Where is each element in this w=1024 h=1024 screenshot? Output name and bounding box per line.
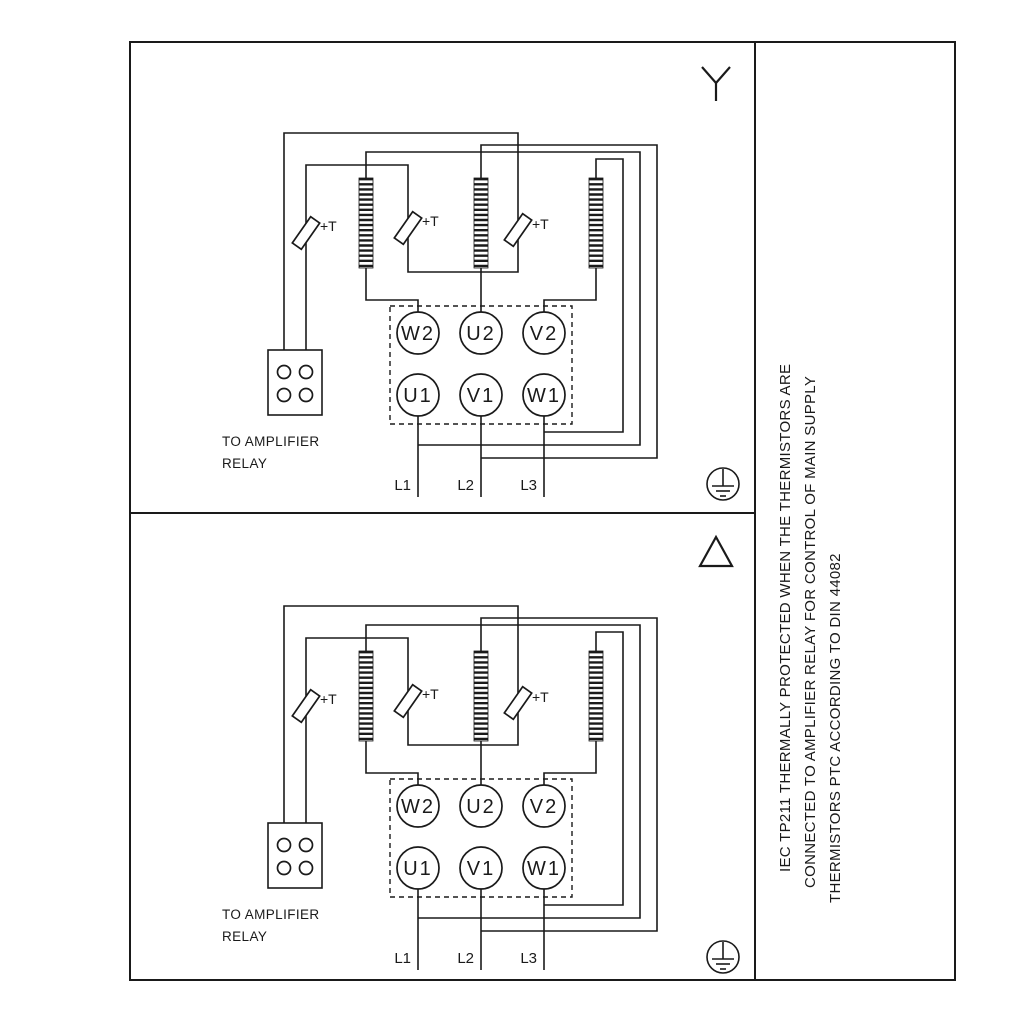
supply-label-l2: L2 [457,950,474,967]
terminal-label-v2: V2 [530,323,558,345]
delta-panel-graphics [268,606,739,973]
terminal-label-u1: U1 [403,858,433,880]
thermistor-label: +T [422,213,439,229]
terminal-label-u2: U2 [466,796,496,818]
relay-note-line2: RELAY [222,456,267,471]
wye-connection-icon [701,66,731,101]
terminal-label-v1: V1 [467,858,495,880]
supply-label-l3: L3 [520,477,537,494]
terminal-label-w1: W1 [527,385,561,407]
thermistor-label: +T [320,691,337,707]
terminal-label-w1: W1 [527,858,561,880]
side-note-line-2: CONNECTED TO AMPLIFIER RELAY FOR CONTROL… [802,376,819,888]
terminal-label-w2: W2 [401,796,435,818]
delta-connection-icon [698,534,734,568]
supply-label-l2: L2 [457,477,474,494]
supply-label-l3: L3 [520,950,537,967]
thermistor-label: +T [320,218,337,234]
relay-note-line1: TO AMPLIFIER [222,907,320,922]
terminal-label-v2: V2 [530,796,558,818]
side-note-line-1: IEC TP211 THERMALLY PROTECTED WHEN THE T… [777,364,794,872]
terminal-label-u2: U2 [466,323,496,345]
supply-label-l1: L1 [394,950,411,967]
relay-note-line1: TO AMPLIFIER [222,434,320,449]
relay-note-line2: RELAY [222,929,267,944]
star-panel-graphics [268,133,739,500]
side-note-line-3: THERMISTORS PTC ACCORDING TO DIN 44082 [827,553,844,903]
terminal-label-v1: V1 [467,385,495,407]
supply-label-l1: L1 [394,477,411,494]
diagram-frame [129,41,956,981]
terminal-label-u1: U1 [403,385,433,407]
thermistor-label: +T [532,216,549,232]
terminal-label-w2: W2 [401,323,435,345]
thermistor-label: +T [422,686,439,702]
thermistor-label: +T [532,689,549,705]
